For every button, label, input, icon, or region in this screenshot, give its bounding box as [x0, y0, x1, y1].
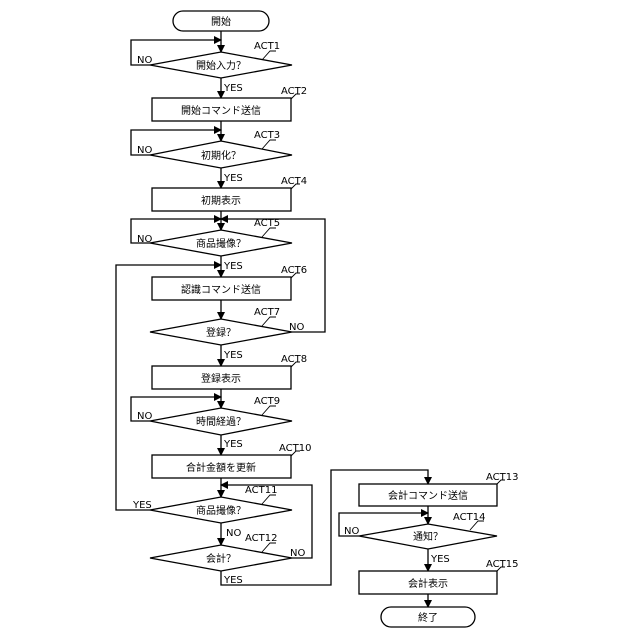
- act1-yes: YES: [223, 83, 243, 94]
- act3-step: ACT3: [254, 130, 280, 141]
- act1-no: NO: [137, 55, 152, 66]
- act9-yes: YES: [223, 439, 243, 450]
- act9-label: 時間経過？: [196, 415, 246, 428]
- process-act8: 登録表示: [152, 366, 291, 389]
- decision-act14: 通知？: [359, 524, 497, 549]
- act9-no: NO: [137, 411, 152, 422]
- act8-step: ACT8: [281, 354, 307, 365]
- act2-step: ACT2: [281, 86, 307, 97]
- act14-label: 通知？: [413, 530, 443, 543]
- act7-step: ACT7: [254, 307, 280, 318]
- act3-no: NO: [137, 145, 152, 156]
- start-label: 開始: [211, 15, 231, 28]
- act13-label: 会計コマンド送信: [388, 489, 468, 502]
- act3-label: 初期化？: [201, 149, 241, 162]
- process-act15: 会計表示: [359, 571, 497, 594]
- decision-act5: 商品撮像？: [150, 230, 292, 256]
- act7-no: NO: [289, 322, 304, 333]
- end-terminal: 終了: [381, 607, 475, 627]
- act6-step: ACT6: [281, 265, 307, 276]
- act12-label: 会計？: [206, 552, 236, 565]
- end-label: 終了: [418, 611, 438, 624]
- act14-no: NO: [344, 526, 359, 537]
- act1-label: 開始入力？: [196, 59, 246, 72]
- process-act6: 認識コマンド送信: [152, 277, 291, 300]
- act8-label: 登録表示: [201, 372, 241, 385]
- act6-label: 認識コマンド送信: [181, 283, 261, 296]
- process-act13: 会計コマンド送信: [359, 484, 497, 506]
- decision-act11: 商品撮像？: [150, 497, 292, 523]
- act5-yes: YES: [223, 261, 243, 272]
- act5-step: ACT5: [254, 218, 280, 229]
- act14-yes: YES: [430, 554, 450, 565]
- act15-step: ACT15: [486, 559, 518, 570]
- decision-act7: 登録？: [150, 319, 292, 345]
- decision-act9: 時間経過？: [150, 408, 292, 435]
- start-terminal: 開始: [173, 11, 269, 31]
- act11-yes: YES: [132, 500, 152, 511]
- act4-step: ACT4: [281, 176, 307, 187]
- act11-no: NO: [226, 528, 241, 539]
- act2-label: 開始コマンド送信: [181, 104, 261, 117]
- process-act2: 開始コマンド送信: [152, 98, 291, 121]
- act14-step: ACT14: [453, 512, 485, 523]
- act10-step: ACT10: [279, 443, 311, 454]
- decision-act1: 開始入力？: [150, 52, 292, 78]
- act5-label: 商品撮像？: [196, 237, 246, 250]
- process-act4: 初期表示: [152, 188, 291, 211]
- process-act10: 合計金額を更新: [152, 455, 291, 478]
- act7-yes: YES: [223, 350, 243, 361]
- act1-step: ACT1: [254, 41, 280, 52]
- decision-act12: 会計？: [150, 545, 292, 571]
- act12-step: ACT12: [245, 533, 277, 544]
- act12-no: NO: [290, 548, 305, 559]
- decision-act3: 初期化？: [150, 141, 292, 168]
- act10-label: 合計金額を更新: [186, 461, 256, 474]
- act9-step: ACT9: [254, 396, 280, 407]
- act15-label: 会計表示: [408, 577, 448, 590]
- act7-label: 登録？: [206, 326, 236, 339]
- act4-label: 初期表示: [201, 194, 241, 207]
- act13-step: ACT13: [486, 472, 518, 483]
- act12-yes: YES: [223, 575, 243, 586]
- act5-no: NO: [137, 234, 152, 245]
- act11-label: 商品撮像？: [196, 504, 246, 517]
- act11-step: ACT11: [245, 485, 277, 496]
- act3-yes: YES: [223, 173, 243, 184]
